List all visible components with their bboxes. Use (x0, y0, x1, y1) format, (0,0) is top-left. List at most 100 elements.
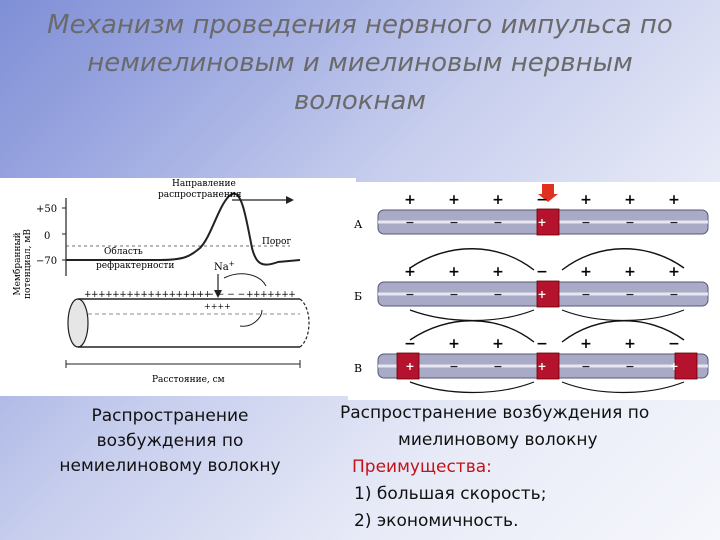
inner-charge: + (537, 216, 546, 229)
outer-charge: − (536, 264, 548, 280)
fiber-row-2: Б + + + − + + + − − − + − − − (354, 248, 709, 322)
fiber-end (67, 298, 89, 348)
unmyelinated-caption: Распространение возбуждения по немиелино… (0, 404, 340, 479)
outer-charge: + (448, 336, 460, 352)
outer-charge: + (668, 264, 680, 280)
outer-charge: + (624, 192, 636, 208)
row-label: В (354, 362, 362, 375)
direction-label-2: распространения (158, 190, 242, 200)
row-label: Б (354, 290, 362, 303)
inner-charge: − (493, 360, 502, 373)
myelinated-diagram: А + + + − + + + − − − + − − − Б + + + − + + + − − − + − − − В − + + − + + − + −… (354, 184, 709, 394)
charges-right: +++++++ (246, 290, 295, 300)
direction-label-1: Направление (172, 179, 236, 189)
inner-charge: − (669, 288, 678, 301)
inner-charge: + (405, 360, 414, 373)
inner-charge: − (625, 216, 634, 229)
unmyelinated-diagram: Мембранный потенциал, мВ +50 0 −70 Порог… (12, 179, 310, 385)
inner-charge: − (405, 216, 414, 229)
right-caption-line-1: Распространение возбуждения по (340, 403, 650, 423)
tick-zero: 0 (44, 231, 50, 242)
outer-charge: − (668, 336, 680, 352)
outer-charge: − (536, 192, 548, 208)
inner-charge: + (537, 360, 546, 373)
inner-charge: − (625, 360, 634, 373)
fiber-row-1: А + + + − + + + − − − + − − − (354, 192, 709, 236)
ylabel-line-2: потенциал, мВ (23, 229, 33, 299)
title-line-3: волокнам (293, 86, 426, 116)
right-caption-line-2: миелиновому волокну (398, 430, 598, 450)
outer-charge: + (624, 336, 636, 352)
inner-charge: − (669, 216, 678, 229)
left-caption-line-2: возбуждения по (96, 431, 244, 451)
node-of-ranvier (536, 352, 560, 380)
left-caption-line-1: Распространение (91, 406, 249, 426)
outer-charge: + (624, 264, 636, 280)
local-current-arc-right (561, 320, 685, 343)
inner-current-arc-left (409, 309, 535, 322)
node-of-ranvier (536, 208, 560, 236)
inner-charge: − (405, 288, 414, 301)
local-current-arc-right (561, 248, 685, 271)
advantage-item-1: 1) большая скорость; (354, 484, 547, 504)
local-current-arc-left (409, 320, 535, 343)
inner-charge: − (581, 216, 590, 229)
title-line-2: немиелиновым и миелиновым нервным (87, 48, 633, 78)
outer-charge: + (580, 192, 592, 208)
refractory-label-2: рефрактерности (96, 261, 174, 271)
node-of-ranvier (536, 280, 560, 308)
inner-charge: − (493, 288, 502, 301)
charges-top: ++++++++++++++++++ (84, 290, 211, 300)
outer-charge: + (492, 336, 504, 352)
inner-charge: + (669, 360, 678, 373)
slide-title: Механизм проведения нервного импульса по… (0, 6, 720, 120)
inner-current-arc-right (561, 309, 685, 322)
local-current-arc-left (409, 248, 535, 271)
advantage-item-2: 2) экономичность. (354, 511, 519, 531)
inner-charge: + (537, 288, 546, 301)
action-potential-curve (66, 192, 301, 266)
fiber-row-3: В − + + − + + − + − − + − − + (354, 320, 709, 394)
outer-charge: + (492, 192, 504, 208)
inner-charge: − (581, 288, 590, 301)
current-arrow-bottom (239, 309, 263, 327)
title-line-1: Механизм проведения нервного импульса по (47, 10, 673, 40)
inner-charge: − (493, 216, 502, 229)
inner-charge: − (625, 288, 634, 301)
distance-label: Расстояние, см (152, 375, 225, 385)
inner-charge: − (449, 216, 458, 229)
charges-mid: − − − − − (196, 290, 245, 300)
outer-charge: + (404, 192, 416, 208)
stimulus-arrow (538, 194, 558, 202)
inner-charge: − (581, 360, 590, 373)
myelinated-fiber-figure: А + + + − + + + − − − + − − − Б + + + − + + + − − − + − − − В − + + − + + − + −… (348, 182, 720, 400)
inner-current-arc-left (409, 381, 535, 394)
outer-charge: + (580, 264, 592, 280)
sodium-label: Na+ (214, 260, 235, 273)
node-of-ranvier (396, 352, 420, 380)
current-arrow-top (223, 273, 267, 287)
myelinated-caption: Распространение возбуждения по миелиново… (340, 400, 720, 535)
refractory-label-1: Область (104, 246, 143, 257)
outer-charge: + (404, 264, 416, 280)
advantages-heading: Преимущества: (352, 457, 492, 477)
outer-charge: + (492, 264, 504, 280)
outer-charge: + (580, 336, 592, 352)
charges-inner: ++++ (204, 302, 231, 311)
row-label: А (354, 218, 363, 231)
tick-plus50: +50 (36, 204, 57, 215)
outer-charge: + (448, 264, 460, 280)
unmyelinated-fiber-figure: Мембранный потенциал, мВ +50 0 −70 Порог… (0, 178, 356, 396)
outer-charge: − (404, 336, 416, 352)
inner-charge: − (449, 288, 458, 301)
ylabel-line-1: Мембранный (12, 232, 23, 295)
outer-charge: + (448, 192, 460, 208)
outer-charge: + (668, 192, 680, 208)
stimulus-marker (542, 184, 554, 194)
outer-charge: − (536, 336, 548, 352)
threshold-label: Порог (262, 237, 291, 247)
left-caption-line-3: немиелиновому волокну (59, 456, 281, 476)
inner-charge: − (449, 360, 458, 373)
inner-current-arc-right (561, 381, 685, 394)
tick-minus70: −70 (36, 256, 57, 267)
